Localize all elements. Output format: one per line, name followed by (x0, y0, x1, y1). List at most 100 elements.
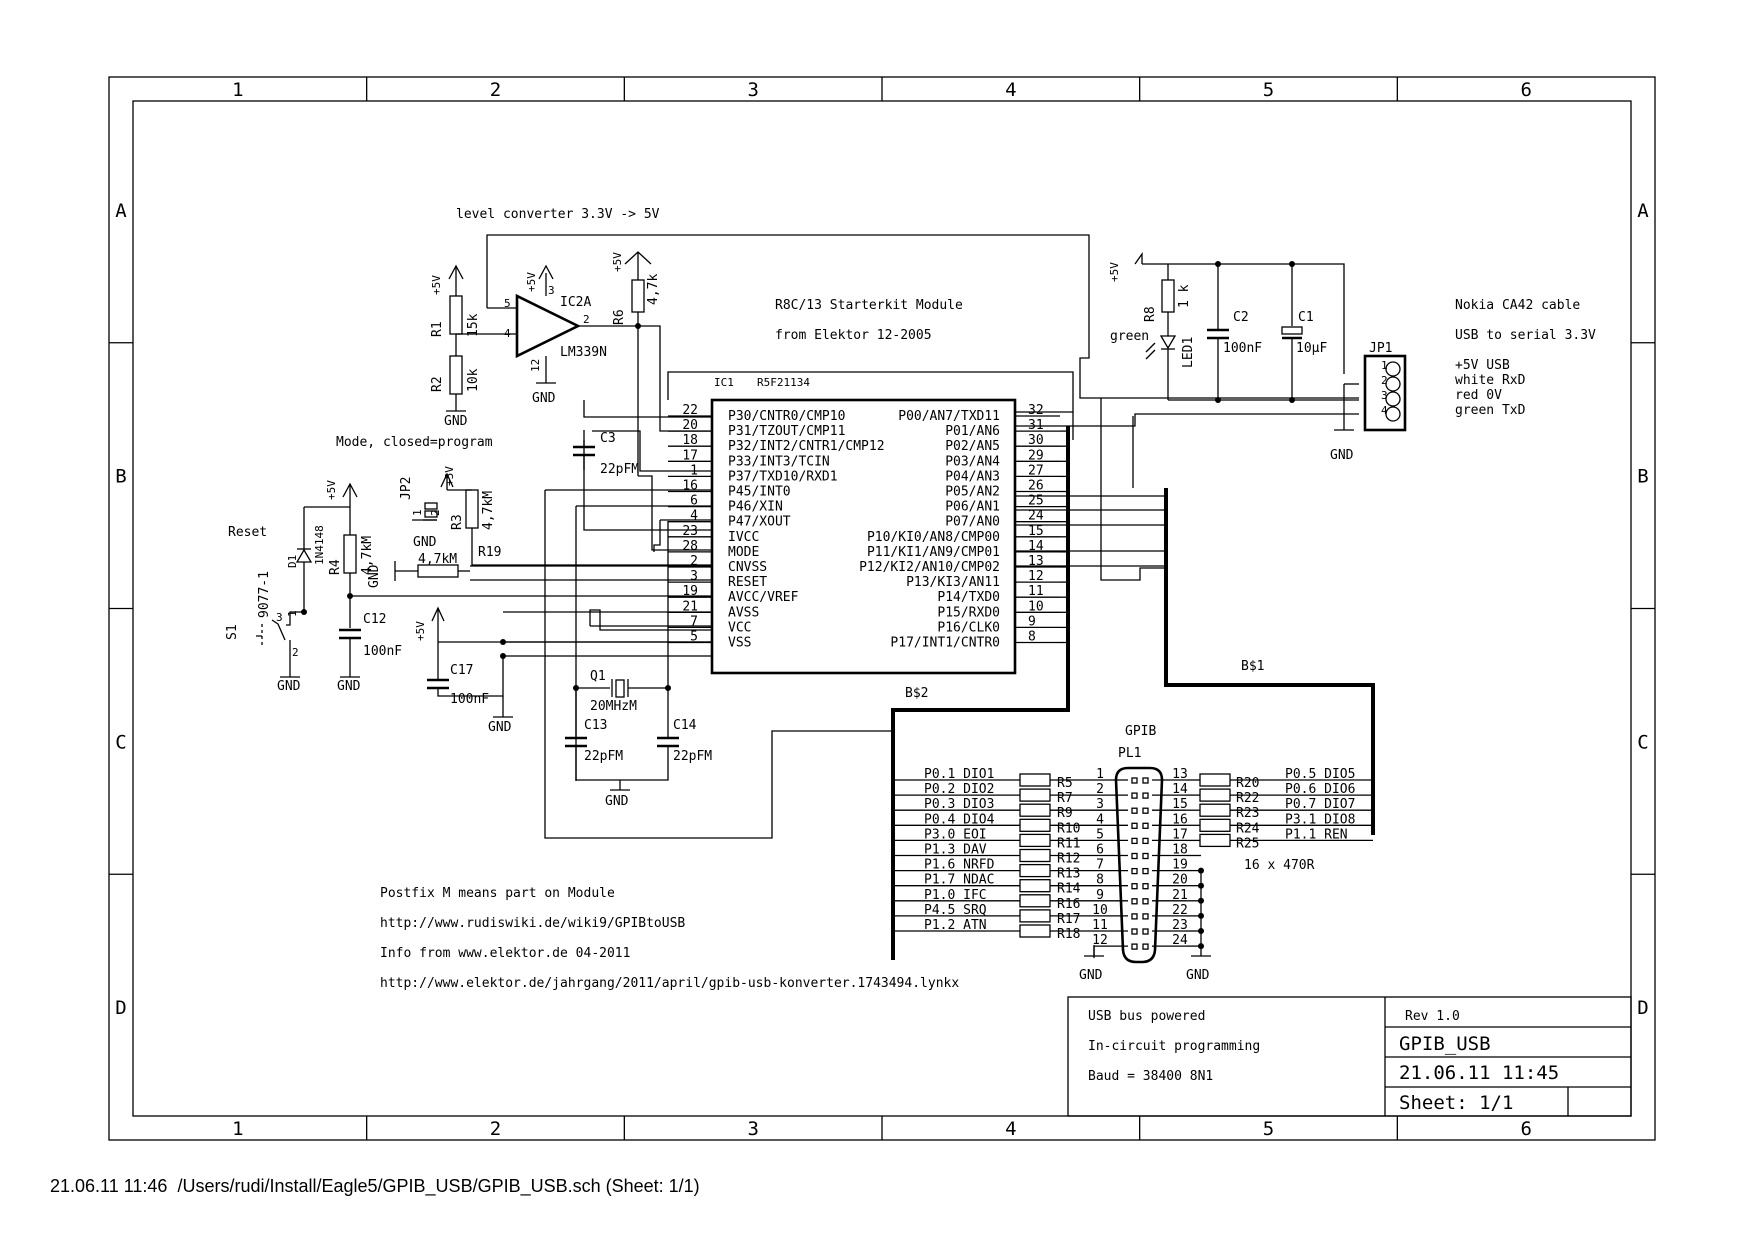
gpib-pin-number: 3 (1096, 797, 1104, 812)
revision: Rev 1.0 (1405, 1009, 1460, 1024)
gpib-resistor-label: R12 (1057, 852, 1080, 867)
reset-section: Reset +5V D1 1N4148 R4 4,7kM GND 4,7kM S… (225, 480, 470, 694)
gpib-net-label: P3.0 EOI (924, 827, 987, 842)
ic1-pin-number: 9 (1028, 614, 1036, 629)
drawing-date: 21.06.11 11:45 (1399, 1062, 1559, 1084)
column-label-top: 4 (1005, 79, 1016, 101)
gnd-label-c12: GND (337, 679, 361, 694)
ic1-pin-number: 8 (1028, 630, 1036, 645)
gpib-pin-number: 19 (1172, 858, 1188, 873)
resistor-r3 (465, 489, 479, 529)
ic1-pin-number: 7 (690, 614, 698, 629)
c17-label: C17 (450, 663, 473, 678)
ic2-pin-12: 12 (529, 359, 542, 372)
ic1-pin-number: 19 (682, 584, 698, 599)
vcc-label-ic2: +5V (525, 272, 538, 292)
column-label-top: 5 (1263, 79, 1274, 101)
ic1-pin-name: IVCC (728, 530, 759, 545)
level-converter: level converter 3.3V -> 5V R1 15k +5V GN… (430, 207, 1359, 476)
c12-label: C12 (363, 612, 386, 627)
ic1-pin-name: P46/XIN (728, 500, 783, 515)
ic1-pin-number: 29 (1028, 448, 1044, 463)
ic1-pin-number: 18 (682, 433, 698, 448)
gpib-net-label: P1.6 NRFD (924, 858, 995, 873)
power-section: +5V R8 1 k LED1 green C2 100nF C1 10µF (1108, 251, 1596, 463)
column-label-bottom: 1 (232, 1118, 243, 1140)
vcc-label-r1: +5V (430, 275, 443, 295)
mode-note: Mode, closed=program (336, 435, 493, 450)
mode-res-value: 4,7kM (418, 552, 457, 567)
jp1-pin-2: 2 (1381, 374, 1388, 387)
gpib-series-resistor (1019, 818, 1051, 832)
ic1-pin-name: RESET (728, 575, 767, 590)
gnd-label-jp2: GND (413, 535, 437, 550)
r1-value: 15k (466, 313, 481, 337)
ic1-pin-name: P30/CNTR0/CMP10 (728, 409, 845, 424)
jp2-pad-1 (424, 502, 438, 510)
jp2-pad-2 (424, 510, 438, 518)
gpib-series-resistor (1199, 788, 1231, 802)
resistor-r4 (343, 534, 357, 574)
gpib-series-resistor (1019, 773, 1051, 787)
gpib-pin-number: 23 (1172, 918, 1188, 933)
gpib-pin-number: 9 (1096, 888, 1104, 903)
reset-note: Reset (228, 525, 267, 540)
column-label-top: 3 (747, 79, 758, 101)
gpib-series-resistor (1019, 803, 1051, 817)
row-label-left: B (115, 466, 126, 488)
gpib-resistor-label: R9 (1057, 806, 1073, 821)
gpib-net-label: P1.7 NDAC (924, 873, 994, 888)
module-note-1: R8C/13 Starterkit Module (775, 298, 963, 313)
c13-value: 22pFM (584, 749, 623, 764)
ic1-pin-number: 12 (1028, 569, 1044, 584)
row-label-right: D (1637, 997, 1648, 1019)
ic1-pin-name: AVSS (728, 605, 759, 620)
gpib-pin-number: 15 (1172, 797, 1188, 812)
d1-type: 1N4148 (313, 525, 326, 565)
ic1-pin-number: 10 (1028, 599, 1044, 614)
column-label-bottom: 5 (1263, 1118, 1274, 1140)
gpib-series-resistor (1019, 879, 1051, 893)
s1-pin-1: 1 (286, 610, 299, 617)
gnd-label-mode: GND (367, 564, 382, 588)
ic1-pin-name: P02/AN5 (945, 439, 1000, 454)
gpib-resistor-label: R10 (1057, 821, 1080, 836)
gpib-pin-number: 22 (1172, 903, 1188, 918)
s1-label: S1 (225, 624, 240, 640)
nokia-note-2: USB to serial 3.3V (1455, 328, 1596, 343)
gpib-pin-number: 11 (1092, 918, 1108, 933)
ic1-pin-name: P32/INT2/CNTR1/CMP12 (728, 439, 885, 454)
ic1-pin-number: 24 (1028, 509, 1044, 524)
ic1-pin-number: 27 (1028, 463, 1044, 478)
column-label-top: 1 (232, 79, 243, 101)
gpib-pin-number: 8 (1096, 873, 1104, 888)
gpib-net-label: P0.1 DIO1 (924, 767, 994, 782)
ic1-pin-number: 2 (690, 554, 698, 569)
gpib-pin-number: 17 (1172, 827, 1188, 842)
r19-label: R19 (478, 545, 501, 560)
gpib-resistor-label: R16 (1057, 897, 1080, 912)
ic1-pin-name: P13/KI3/AN11 (906, 575, 1000, 590)
ic2-type: LM339N (560, 345, 607, 360)
ic1-pin-name: P07/AN0 (945, 515, 1000, 530)
gpib-series-resistor (1019, 924, 1051, 938)
crystal-q1 (615, 679, 625, 698)
gnd-label-gpib-left: GND (1079, 968, 1103, 983)
gpib-resistor-label: R13 (1057, 867, 1080, 882)
ic1-pin-number: 20 (682, 418, 698, 433)
ic1-label: IC1 (714, 376, 734, 389)
diode-d1 (295, 548, 313, 563)
gpib-pin-number: 12 (1092, 933, 1108, 948)
c1-label: C1 (1298, 310, 1314, 325)
ic1-pin-number: 14 (1028, 539, 1044, 554)
led1-label: LED1 (1181, 337, 1196, 368)
resistor-r8 (1161, 279, 1175, 313)
mode-jumper-section: Mode, closed=program JP2 1 2 GND R3 4,7k… (336, 435, 501, 560)
ic1-pin-name: P11/KI1/AN9/CMP01 (867, 545, 1000, 560)
jp1-pin-1: 1 (1381, 359, 1388, 372)
ic1-pin-number: 26 (1028, 479, 1044, 494)
resistor-r1 (449, 295, 463, 335)
drawing-name: GPIB_USB (1399, 1033, 1491, 1055)
vcc-label-r3: +5V (443, 466, 456, 486)
